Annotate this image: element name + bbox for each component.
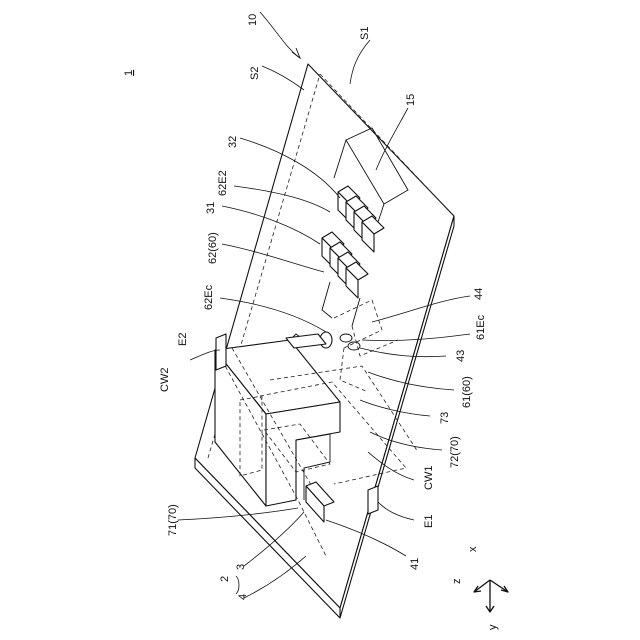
label-axis-x: x: [467, 546, 479, 552]
label-axis-z: z: [451, 579, 463, 585]
label-part61ec: 61Ec: [475, 314, 487, 340]
label-part15: 15: [405, 94, 417, 106]
label-part71-70: 71(70): [167, 504, 179, 536]
label-part41: 41: [409, 558, 421, 570]
label-part72-70: 72(70): [449, 436, 461, 468]
label-part62ec: 62Ec: [203, 284, 215, 310]
label-board: 10: [247, 14, 259, 26]
label-part62-60: 62(60): [207, 232, 219, 264]
label-part31: 31: [205, 202, 217, 214]
label-cw2: CW2: [159, 368, 171, 392]
electrode-e1: [368, 486, 378, 514]
label-part2: 2: [219, 576, 231, 582]
axis-indicator: [474, 580, 508, 612]
label-part44: 44: [473, 288, 485, 300]
label-part62e2: 62E2: [217, 170, 229, 196]
label-cw1: CW1: [423, 466, 435, 490]
label-part4: 4: [237, 594, 249, 600]
label-e1: E1: [423, 515, 435, 528]
electrode-e2: [216, 334, 226, 370]
label-part32: 32: [227, 136, 239, 148]
label-part61-60: 61(60): [461, 376, 473, 408]
label-s2: S2: [249, 67, 261, 80]
label-part3: 3: [235, 564, 247, 570]
label-s1: S1: [359, 27, 371, 40]
label-e2: E2: [177, 333, 189, 346]
label-part73: 73: [439, 412, 451, 424]
label-assembly: 1: [123, 70, 135, 76]
label-part43: 43: [455, 350, 467, 362]
label-axis-y: y: [487, 624, 499, 630]
